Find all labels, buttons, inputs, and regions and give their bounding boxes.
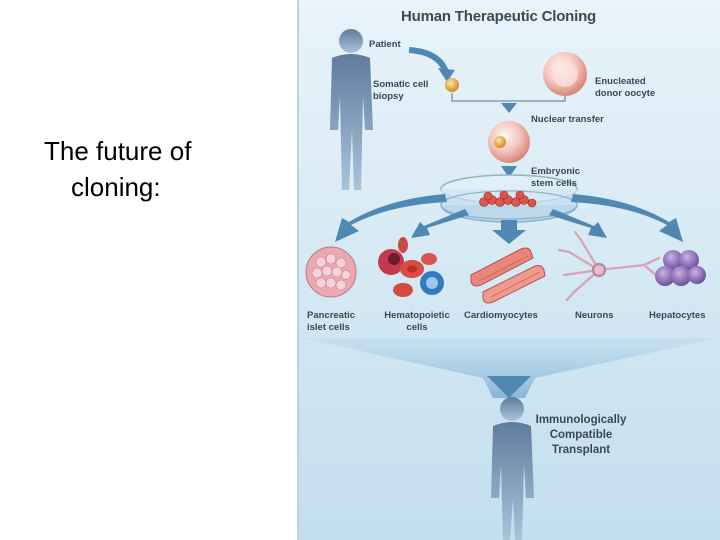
figure-graphics bbox=[302, 29, 719, 540]
label-patient: Patient bbox=[369, 39, 401, 50]
patient-silhouette bbox=[330, 29, 373, 190]
slide-text-line-1: The future of bbox=[44, 136, 192, 166]
funnel-down-arrow bbox=[487, 376, 531, 398]
label-cardiomyocytes: Cardiomyocytes bbox=[464, 310, 538, 321]
label-hepatocytes: Hepatocytes bbox=[649, 310, 706, 321]
pancreatic-islet-cells bbox=[305, 246, 357, 298]
hepatocytes bbox=[655, 250, 706, 286]
slide-text-line-2: cloning: bbox=[71, 172, 161, 202]
slide-text: The future of cloning: bbox=[44, 133, 294, 205]
label-immunologically-compatible-transplant: Immunologically Compatible Transplant bbox=[535, 414, 627, 456]
convergence-funnel bbox=[302, 338, 719, 398]
label-nuclear-transfer: Nuclear transfer bbox=[531, 114, 604, 125]
embryonic-stem-cells bbox=[479, 190, 537, 208]
differentiation-arrows bbox=[335, 194, 683, 244]
label-embryonic-stem-cells: Embryonic stem cells bbox=[531, 166, 581, 189]
figure-title: Human Therapeutic Cloning bbox=[401, 8, 597, 25]
reconstructed-egg bbox=[488, 121, 530, 163]
label-enucleated-donor-oocyte: Enucleated donor oocyte bbox=[595, 76, 656, 99]
somatic-cell bbox=[445, 78, 459, 92]
recipient-silhouette bbox=[491, 397, 534, 540]
nuclear-transfer-bracket bbox=[451, 93, 566, 102]
label-somatic-cell-biopsy: Somatic cell biopsy bbox=[373, 79, 429, 102]
neurons bbox=[557, 230, 661, 302]
label-pancreatic-islet-cells: Pancreatic islet cells bbox=[307, 310, 356, 333]
cardiomyocytes bbox=[470, 247, 546, 304]
therapeutic-cloning-figure: Human Therapeutic Cloning Patient Somati… bbox=[297, 0, 720, 540]
egg-to-dish-arrow bbox=[501, 166, 517, 178]
label-hematopoietic-cells: Hematopoietic cells bbox=[384, 310, 450, 333]
hematopoietic-cells bbox=[378, 237, 444, 297]
label-neurons: Neurons bbox=[575, 310, 614, 321]
